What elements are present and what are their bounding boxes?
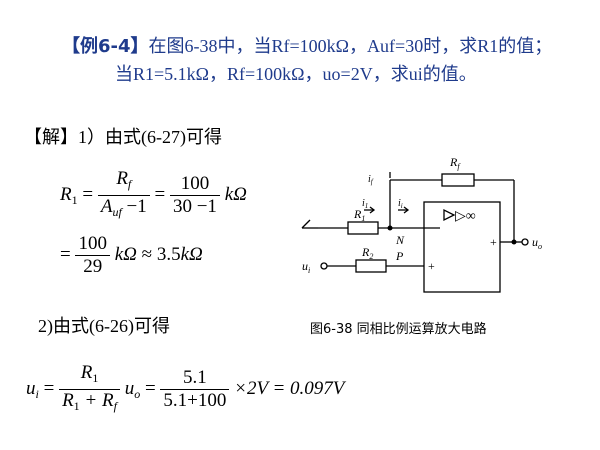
eq1-f1-num-sub: f <box>127 177 132 191</box>
equation-2: = 100 29 kΩ ≈ 3.5kΩ <box>60 233 203 278</box>
eq3-fraction-1: R1 R1 + Rf <box>59 362 120 417</box>
node-out <box>511 239 517 245</box>
eq3-equals-1: = <box>43 377 60 399</box>
eq3-f1-num-sub: 1 <box>92 371 99 385</box>
eq1-f2-den: 30 −1 <box>169 195 220 218</box>
eq2-fraction: 100 29 <box>75 233 110 278</box>
label-p: P <box>395 249 404 263</box>
eq3-f2-den: 5.1+100 <box>160 389 230 412</box>
eq3-lhs: u <box>26 377 36 399</box>
problem-text-2: 当R1=5.1kΩ，Rf=100kΩ，uo=2V，求ui的值。 <box>115 64 477 84</box>
eq3-f1-den-a-sub: 1 <box>73 399 80 413</box>
eq3-f1-num: R <box>80 362 93 383</box>
label-if: if <box>368 174 374 186</box>
eq3-f1-den-b: + R <box>79 390 114 411</box>
eq3-f1-den-b-sub: f <box>113 399 117 413</box>
resistor-r2 <box>355 259 387 273</box>
eq2-den: 29 <box>75 255 110 278</box>
input-terminal <box>320 262 328 270</box>
eq3-lhs-sub: i <box>35 386 39 401</box>
resistor-rf <box>441 173 475 187</box>
circuit-diagram: Rf if i1 R1 ii N R2 P ui uo ▷∞ − + + <box>301 155 542 293</box>
eq2-num: 100 <box>78 233 107 254</box>
eq3-f1-den-a: R <box>62 390 74 411</box>
eq2-approx: ≈ 3.5 <box>141 243 181 265</box>
problem-line-2: 当R1=5.1kΩ，Rf=100kΩ，uo=2V，求ui的值。 <box>115 62 477 86</box>
problem-line-1: 【例6-4】在图6-38中，当Rf=100kΩ，Auf=30时，求R1的值； <box>62 34 552 59</box>
eq1-fraction-1: Rf Auf −1 <box>97 168 150 223</box>
equation-3: ui = R1 R1 + Rf uo = 5.1 5.1+100 ×2V = 0… <box>26 362 344 417</box>
solution-heading: 【解】1）由式(6-27)可得 <box>24 123 222 149</box>
eq1-fraction-2: 100 30 −1 <box>169 173 220 218</box>
eq1-f1-num: R <box>116 168 128 189</box>
label-ui: ui <box>302 259 310 275</box>
opamp-triangle-icon <box>443 208 456 222</box>
opamp-infinity: ▷∞ <box>455 209 476 224</box>
eq3-tail: ×2V = 0.097V <box>234 377 345 399</box>
solution-bracket: 【解】 <box>24 127 78 148</box>
eq1-lhs: R <box>60 183 72 205</box>
solution-step-2-line: 2)由式(6-26)可得 <box>38 312 170 338</box>
node-n <box>387 225 393 231</box>
eq3-mult: u <box>124 377 135 399</box>
eq2-unit-2: kΩ <box>180 243 203 265</box>
label-r2: R2 <box>361 245 373 261</box>
opamp-output-plus: + <box>490 235 497 249</box>
label-n: N <box>395 233 405 247</box>
opamp-box <box>423 201 501 293</box>
opamp-minus-sign: − <box>428 221 435 235</box>
figure-caption: 图6-38 同相比例运算放大电路 <box>310 322 487 337</box>
solution-step-1: 1）由式(6-27)可得 <box>78 127 222 147</box>
eq1-equals-2: = <box>154 183 170 205</box>
solution-step-2: 2)由式(6-26)可得 <box>38 316 170 336</box>
eq1-f1-den-rest: −1 <box>121 196 147 217</box>
eq2-unit: kΩ <box>114 243 137 265</box>
label-r1: R1 <box>353 207 365 223</box>
eq1-unit: kΩ <box>224 183 247 205</box>
opamp-plus-sign: + <box>428 259 435 273</box>
eq1-f2-num: 100 <box>180 173 210 194</box>
eq3-equals-2: = <box>144 377 161 399</box>
equation-1: R1 = Rf Auf −1 = 100 30 −1 kΩ <box>60 168 247 223</box>
eq3-fraction-2: 5.1 5.1+100 <box>160 367 230 412</box>
resistor-r1 <box>347 221 379 235</box>
label-ii: ii <box>398 198 403 210</box>
label-uo: uo <box>532 235 542 251</box>
eq3-mult-sub: o <box>134 386 141 401</box>
eq2-equals: = <box>60 243 76 265</box>
label-rf: Rf <box>449 155 461 171</box>
eq1-f1-den: A <box>100 196 113 217</box>
example-tag: 【例6-4】 <box>62 36 149 57</box>
output-terminal <box>521 238 529 246</box>
problem-text-1: 在图6-38中，当Rf=100kΩ，Auf=30时，求R1的值； <box>148 36 553 56</box>
eq1-equals-1: = <box>82 183 98 205</box>
label-i1: i1 <box>362 198 368 210</box>
eq3-f2-num: 5.1 <box>183 367 207 388</box>
eq1-f1-den-sub: uf <box>112 205 122 219</box>
eq1-lhs-sub: 1 <box>71 192 78 207</box>
